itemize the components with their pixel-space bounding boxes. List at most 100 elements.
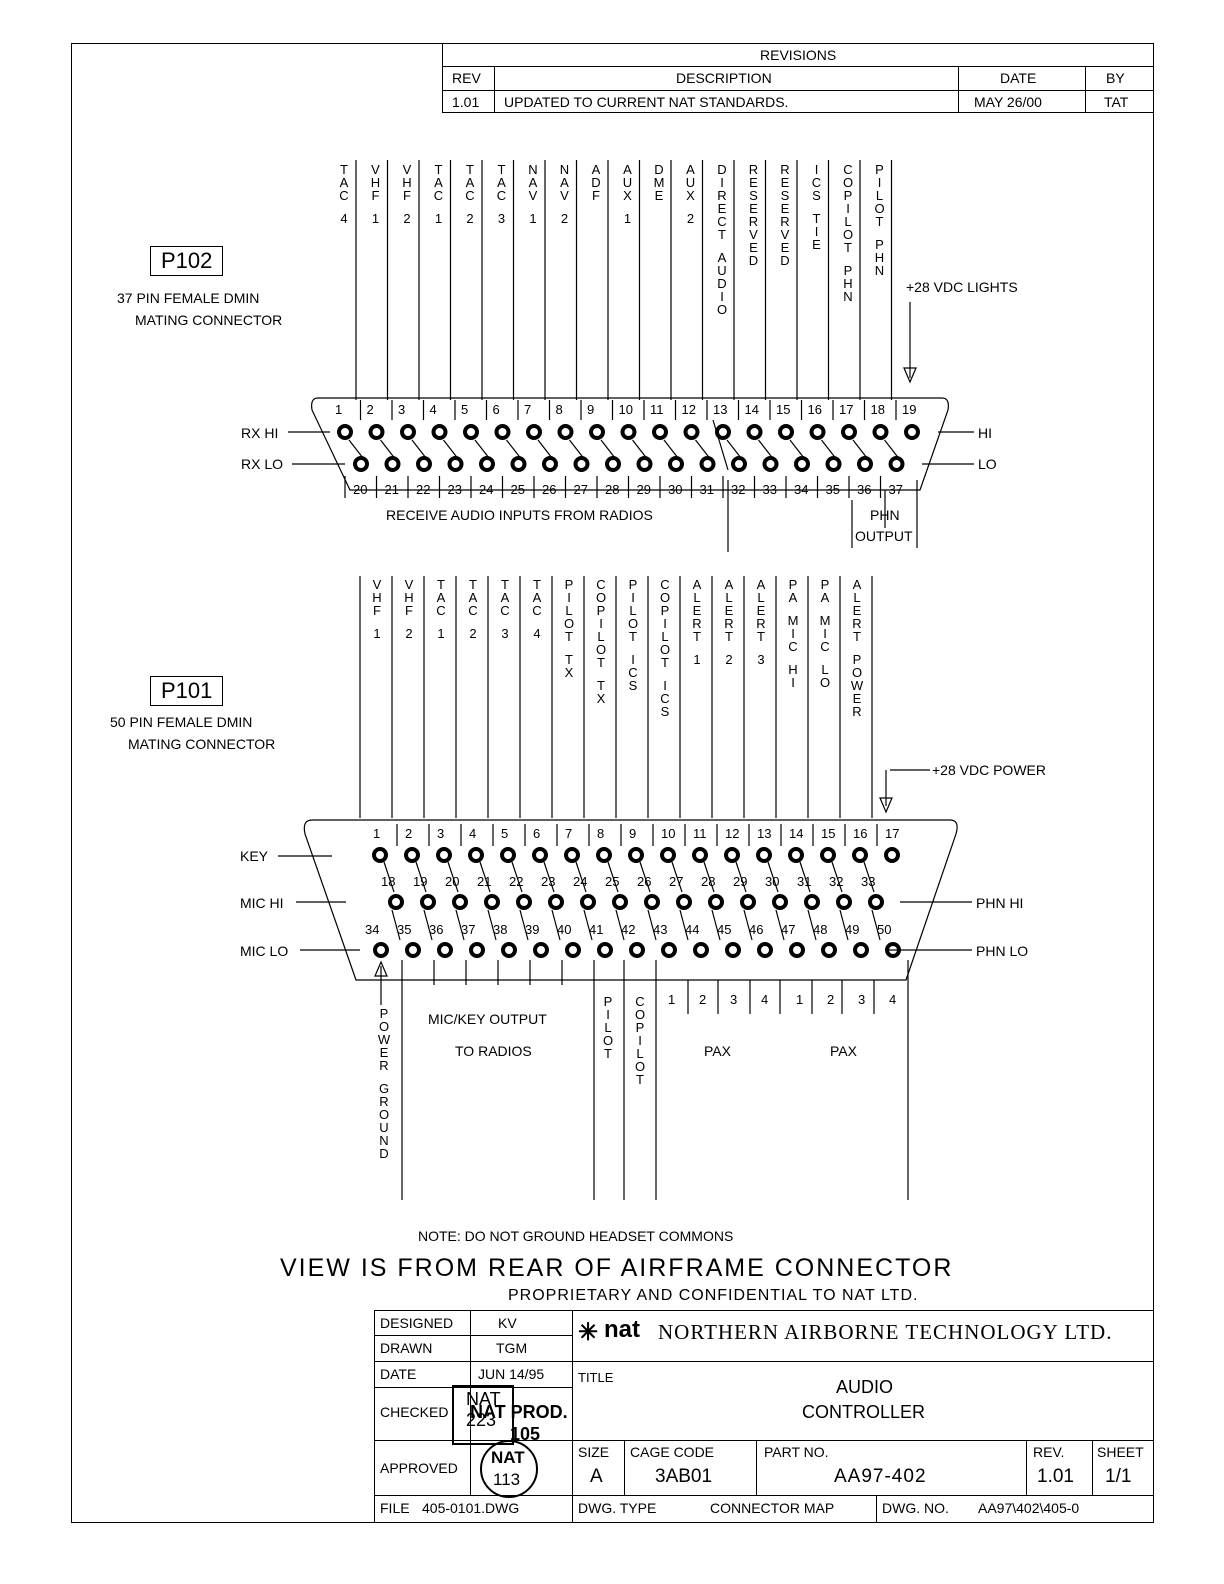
p101-pin-31: 31 (797, 874, 812, 889)
p101-link-a (415, 861, 427, 893)
p102-contact-36 (857, 456, 873, 472)
stamp-nat-223-line2: 223 (466, 1410, 497, 1430)
pax-b-2: 2 (827, 992, 835, 1007)
designed-value: KV (498, 1315, 517, 1331)
checked-stamp (452, 1385, 514, 1445)
pax-label-1: PAX (704, 1043, 731, 1059)
checked-label: CHECKED (380, 1404, 449, 1420)
p102-contact-26 (542, 456, 558, 472)
p102-pin-30: 30 (668, 482, 683, 497)
p102-contact-22 (416, 456, 432, 472)
receive-audio-label: RECEIVE AUDIO INPUTS FROM RADIOS (386, 507, 653, 523)
view-text: VIEW IS FROM REAR OF AIRFRAME CONNECTOR (280, 1254, 954, 1282)
p101-contact-17 (884, 847, 900, 863)
p101-pin-32: 32 (829, 874, 844, 889)
p101-link-a (703, 861, 715, 893)
company-name: NORTHERN AIRBORNE TECHNOLOGY LTD. (658, 1320, 1113, 1344)
p102-pin-24: 24 (479, 482, 494, 497)
p102-contact-31 (699, 456, 716, 472)
p102-contact-9 (589, 424, 605, 440)
p101-link-a (639, 861, 651, 893)
p101-contact-47 (789, 942, 805, 958)
mic-key-output-label: MIC/KEY OUTPUT (428, 1011, 547, 1027)
p102-rx-link (884, 439, 899, 459)
nat-logo: nat (604, 1316, 640, 1343)
p101-link-b (679, 909, 689, 941)
p102-contact-3 (400, 424, 416, 440)
p102-rx-link (443, 439, 458, 459)
p102-rx-link (569, 439, 584, 459)
p101-link-b (871, 909, 881, 941)
p101-pin-28: 28 (701, 874, 716, 889)
p102-pin-32: 32 (731, 482, 746, 497)
p102-contact-33 (762, 456, 779, 472)
phn-label: PHN (870, 507, 900, 523)
p101-contact-8 (596, 847, 612, 863)
p102-pin-7: 7 (524, 402, 532, 417)
p101-contact-33 (868, 894, 884, 910)
p102-contact-14 (746, 424, 763, 440)
p102-contact-24 (479, 456, 495, 472)
date-header: DATE (1000, 70, 1037, 86)
tb-rule (756, 1440, 757, 1495)
sheet-value: 1/1 (1105, 1466, 1132, 1487)
p101-contact-19 (420, 894, 436, 910)
p102-contact-5 (463, 424, 479, 440)
lo-label: LO (978, 456, 997, 472)
drawn-value: TGM (496, 1340, 528, 1356)
dwg-type-value: CONNECTOR MAP (710, 1500, 835, 1516)
p101-contact-20 (452, 894, 468, 910)
p101-pin-47: 47 (781, 922, 796, 937)
p101-pin-42: 42 (621, 922, 636, 937)
p101-pin-50: 50 (877, 922, 892, 937)
p102-pin-12: 12 (681, 402, 696, 417)
p102-pin-20: 20 (353, 482, 368, 497)
hi-label: HI (978, 425, 992, 441)
p102-rx-link (506, 439, 521, 459)
key-label: KEY (240, 848, 269, 864)
p102-pin-22: 22 (416, 482, 431, 497)
p101-link-a (831, 861, 843, 893)
p102-pin-9: 9 (587, 402, 595, 417)
p102-pin-34: 34 (794, 482, 809, 497)
p101-pin-49: 49 (845, 922, 860, 937)
p101-link-b (583, 909, 593, 941)
p102-pin-13: 13 (713, 402, 728, 417)
pax-label-2: PAX (830, 1043, 857, 1059)
tb-rule (374, 1440, 1154, 1441)
p101-pin-24: 24 (573, 874, 588, 889)
tb-rule (374, 1335, 572, 1336)
p101-link-a (543, 861, 555, 893)
p101-contact-34 (373, 942, 389, 958)
p102-contact-1 (337, 424, 353, 440)
p102-pin-6: 6 (492, 402, 500, 417)
lights-arrow-head (903, 367, 917, 384)
by-value: TAT (1104, 94, 1129, 110)
p102-split (712, 419, 729, 471)
p101-link-b (647, 909, 657, 941)
p101-contact-9 (628, 847, 644, 863)
p101-contact-16 (852, 847, 868, 863)
file-label: FILE (380, 1500, 410, 1516)
tb-rule (572, 1310, 573, 1523)
size-label: SIZE (578, 1444, 610, 1460)
revisions-rule (442, 90, 1154, 91)
approved-label: APPROVED (380, 1460, 458, 1476)
p101-contact-28 (708, 894, 724, 910)
p101-contact-23 (548, 894, 564, 910)
p101-pin-7: 7 (565, 826, 573, 841)
tb-rule (374, 1387, 572, 1388)
rev-header: REV (452, 70, 481, 86)
p101-contact-41 (597, 942, 613, 958)
p101-pin-45: 45 (717, 922, 732, 937)
p101-pin-3: 3 (437, 826, 445, 841)
